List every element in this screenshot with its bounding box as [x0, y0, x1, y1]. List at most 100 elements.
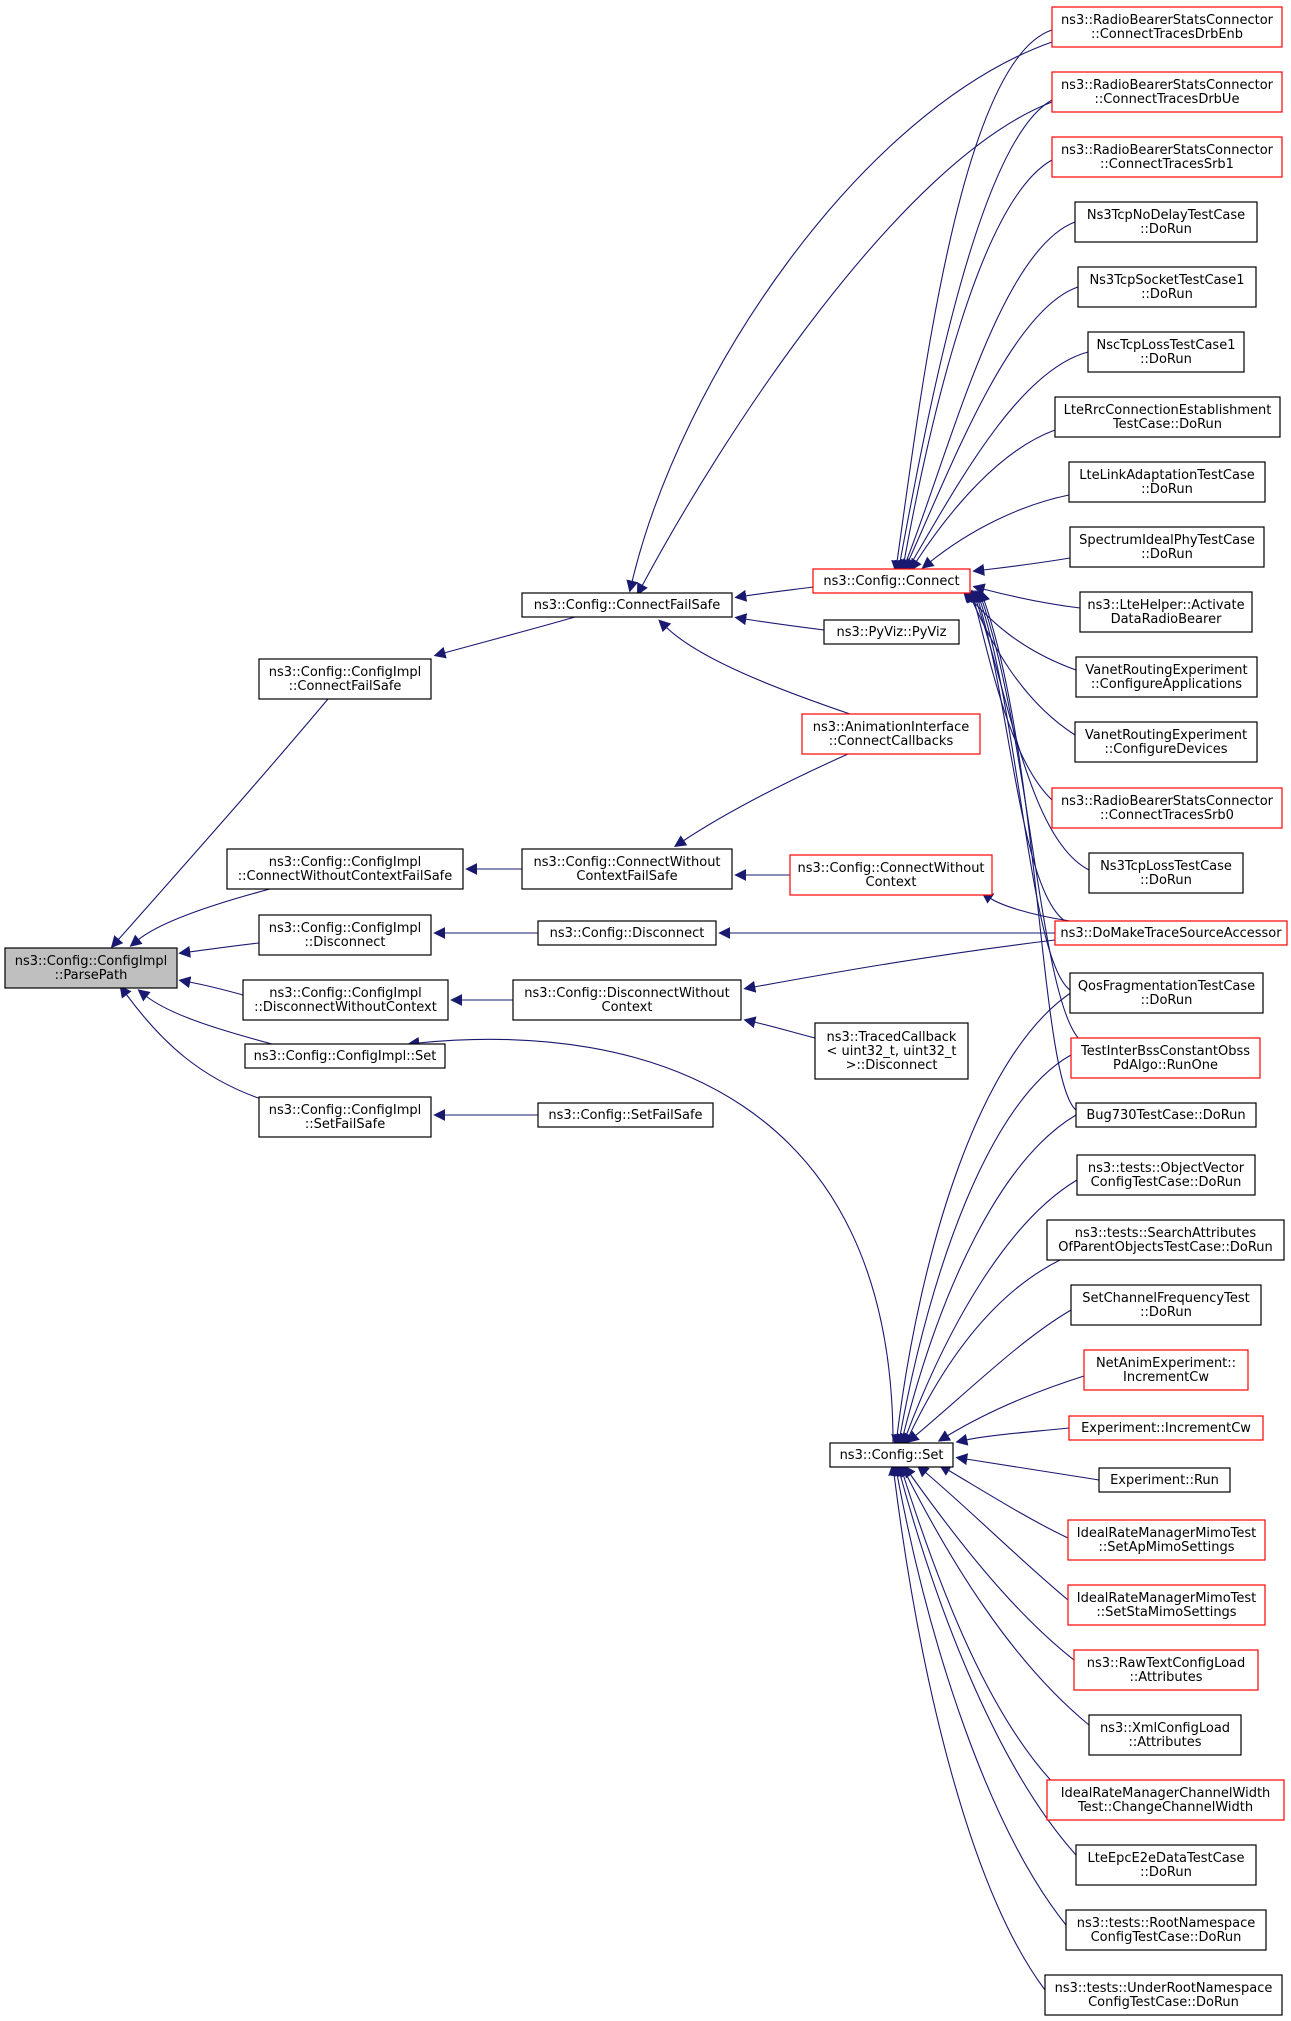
edge-ci_cwcfs-to-parsepath	[129, 888, 271, 947]
edge-rbsc_drbenb-to-c_cfs	[626, 41, 1053, 593]
node-underrootns[interactable]: ns3::tests::UnderRootNamespaceConfigTest…	[1044, 1974, 1283, 2016]
node-label-line: ns3::Config::Disconnect	[550, 926, 705, 941]
edge-tcploss-to-c_connect	[970, 589, 1090, 871]
node-box	[1088, 1714, 1242, 1756]
node-c-set[interactable]: ns3::Config::Set	[829, 1442, 954, 1468]
node-label-line: ::SetFailSafe	[305, 1117, 385, 1132]
node-c-sfs[interactable]: ns3::Config::SetFailSafe	[537, 1102, 714, 1128]
node-parsepath[interactable]: ns3::Config::ConfigImpl::ParsePath	[4, 947, 178, 989]
edge-line	[407, 1036, 894, 1444]
node-idealrate-cw[interactable]: IdealRateManagerChannelWidthTest::Change…	[1046, 1779, 1285, 1821]
node-ci-disc[interactable]: ns3::Config::ConfigImpl::Disconnect	[258, 914, 432, 956]
node-box	[789, 854, 993, 896]
node-lterrc[interactable]: LteRrcConnectionEstablishmentTestCase::D…	[1054, 396, 1281, 438]
node-box	[537, 1102, 714, 1128]
edge-objvector-to-c_set	[900, 1179, 1078, 1447]
node-label-line: ns3::RadioBearerStatsConnector	[1061, 13, 1274, 28]
node-rawtext[interactable]: ns3::RawTextConfigLoad::Attributes	[1073, 1649, 1259, 1691]
node-label-line: ::DoRun	[1140, 1305, 1192, 1320]
node-specidealphy[interactable]: SpectrumIdealPhyTestCase::DoRun	[1069, 526, 1265, 568]
node-traced-disc[interactable]: ns3::TracedCallback< uint32_t, uint32_t …	[814, 1022, 969, 1080]
node-c-cwc[interactable]: ns3::Config::ConnectWithoutContext	[789, 854, 993, 896]
node-rbsc-srb1[interactable]: ns3::RadioBearerStatsConnector::ConnectT…	[1051, 136, 1283, 178]
node-rbsc-drbenb[interactable]: ns3::RadioBearerStatsConnector::ConnectT…	[1051, 6, 1283, 48]
node-pyviz[interactable]: ns3::PyViz::PyViz	[823, 619, 960, 645]
node-label-line: ns3::PyViz::PyViz	[837, 625, 947, 640]
node-label-line: ContextFailSafe	[576, 869, 677, 884]
edge-line	[910, 429, 1056, 572]
node-rootns[interactable]: ns3::tests::RootNamespaceConfigTestCase:…	[1065, 1909, 1267, 1951]
node-searchattr[interactable]: ns3::tests::SearchAttributesOfParentObje…	[1046, 1219, 1285, 1261]
node-nsctcploss1[interactable]: NscTcpLossTestCase1::DoRun	[1087, 331, 1245, 373]
node-label-line: SpectrumIdealPhyTestCase	[1079, 533, 1255, 548]
node-vanet-apps[interactable]: VanetRoutingExperiment::ConfigureApplica…	[1075, 656, 1258, 698]
edge-idealrate_sta-to-c_set	[916, 1465, 1069, 1601]
node-rbsc-drbue[interactable]: ns3::RadioBearerStatsConnector::ConnectT…	[1051, 71, 1283, 113]
node-lteepc[interactable]: LteEpcE2eDataTestCase::DoRun	[1075, 1844, 1257, 1886]
node-label-line: ns3::XmlConfigLoad	[1100, 1721, 1230, 1736]
node-objvector[interactable]: ns3::tests::ObjectVectorConfigTestCase::…	[1076, 1154, 1256, 1196]
node-ci-sfs[interactable]: ns3::Config::ConfigImpl::SetFailSafe	[258, 1096, 432, 1138]
node-ci-cwcfs[interactable]: ns3::Config::ConfigImpl::ConnectWithoutC…	[226, 848, 464, 890]
node-label-line: ns3::RadioBearerStatsConnector	[1061, 143, 1274, 158]
node-c-cfs[interactable]: ns3::Config::ConnectFailSafe	[521, 592, 733, 618]
node-box	[1075, 1844, 1257, 1886]
node-box	[1079, 591, 1253, 633]
node-box	[1051, 136, 1283, 178]
edge-exp_run-to-c_set	[955, 1453, 1100, 1481]
node-label-line: LteEpcE2eDataTestCase	[1088, 1851, 1245, 1866]
node-c-dwc[interactable]: ns3::Config::DisconnectWithoutContext	[512, 979, 742, 1021]
node-netanim-cw[interactable]: NetAnimExperiment::IncrementCw	[1083, 1349, 1249, 1391]
node-label-line: ::ConnectFailSafe	[289, 679, 402, 694]
node-label-line: Ns3TcpLossTestCase	[1100, 859, 1232, 874]
edge-line	[972, 557, 1071, 576]
node-label-line: ::DoRun	[1140, 1865, 1192, 1880]
node-c-disc[interactable]: ns3::Config::Disconnect	[537, 920, 717, 946]
node-label-line: ns3::AnimationInterface	[813, 720, 970, 735]
edge-tcpsocket1-to-c_connect	[903, 286, 1079, 572]
node-ci-cfs[interactable]: ns3::Config::ConfigImpl::ConnectFailSafe	[258, 658, 432, 700]
node-tcpsocket1[interactable]: Ns3TcpSocketTestCase1::DoRun	[1077, 266, 1257, 308]
node-vanet-devs[interactable]: VanetRoutingExperiment::ConfigureDevices	[1074, 721, 1258, 763]
edge-line	[900, 221, 1076, 573]
node-ci-dwc[interactable]: ns3::Config::ConfigImpl::DisconnectWitho…	[242, 979, 449, 1021]
node-tcploss[interactable]: Ns3TcpLossTestCase::DoRun	[1088, 852, 1244, 894]
edge-line	[137, 989, 273, 1045]
node-box	[1067, 1519, 1266, 1561]
node-xmlconfig[interactable]: ns3::XmlConfigLoad::Attributes	[1088, 1714, 1242, 1756]
edge-ltelinkadapt-to-c_connect	[921, 494, 1070, 569]
node-anim-cc[interactable]: ns3::AnimationInterface::ConnectCallback…	[801, 713, 981, 755]
node-qosfrag[interactable]: QosFragmentationTestCase::DoRun	[1069, 972, 1264, 1014]
node-bug730[interactable]: Bug730TestCase::DoRun	[1075, 1102, 1257, 1128]
node-exp-cw[interactable]: Experiment::IncrementCw	[1068, 1415, 1264, 1441]
node-box	[1069, 526, 1265, 568]
node-exp-run[interactable]: Experiment::Run	[1098, 1467, 1231, 1493]
node-ci-set[interactable]: ns3::Config::ConfigImpl::Set	[244, 1043, 446, 1069]
node-setchanfreq[interactable]: SetChannelFrequencyTest::DoRun	[1070, 1284, 1262, 1326]
node-label-line: NscTcpLossTestCase1	[1097, 338, 1236, 353]
node-tcpnodelay[interactable]: Ns3TcpNoDelayTestCase::DoRun	[1074, 201, 1258, 243]
edge-line	[898, 159, 1053, 573]
node-idealrate-sta[interactable]: IdealRateManagerMimoTest::SetStaMimoSett…	[1067, 1584, 1266, 1626]
edge-line	[433, 616, 576, 659]
edge-rbsc_drbenb-to-c_connect	[891, 29, 1053, 573]
edge-line	[962, 590, 1077, 671]
node-domaketsa[interactable]: ns3::DoMakeTraceSourceAccessor	[1054, 920, 1288, 946]
node-box	[258, 658, 432, 700]
node-label-line: LteLinkAdaptationTestCase	[1079, 468, 1254, 483]
node-label-line: ns3::RadioBearerStatsConnector	[1061, 78, 1274, 93]
node-c-connect[interactable]: ns3::Config::Connect	[812, 568, 971, 594]
node-idealrate-ap[interactable]: IdealRateManagerMimoTest::SetApMimoSetti…	[1067, 1519, 1266, 1561]
edge-line	[178, 976, 244, 996]
node-c-cwcfs[interactable]: ns3::Config::ConnectWithoutContextFailSa…	[521, 848, 733, 890]
node-ltelinkadapt[interactable]: LteLinkAdaptationTestCase::DoRun	[1068, 461, 1266, 503]
node-box	[1068, 1415, 1264, 1441]
node-label-line: IncrementCw	[1123, 1370, 1209, 1385]
edge-rawtext-to-c_set	[903, 1465, 1075, 1661]
edge-line	[891, 989, 1076, 1447]
node-box	[1088, 852, 1244, 894]
node-rbsc-srb0[interactable]: ns3::RadioBearerStatsConnector::ConnectT…	[1051, 787, 1283, 829]
node-label-line: ns3::Config::ConfigImpl	[269, 921, 422, 936]
